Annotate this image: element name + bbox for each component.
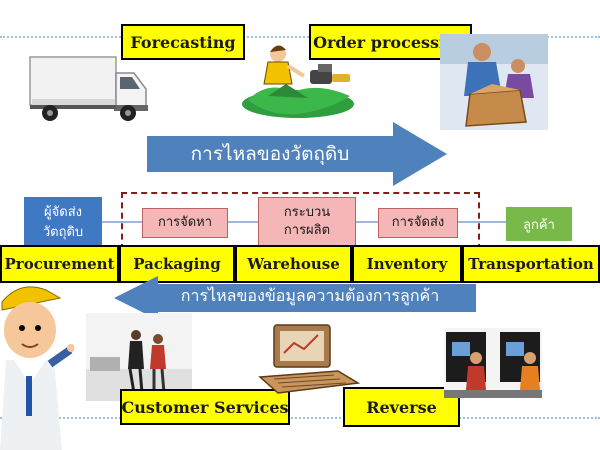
customer-box: ลูกค้า [506, 207, 572, 241]
office-meeting-photo [86, 313, 192, 401]
supplier-box: ผู้จัดส่ง วัตถุดิบ [24, 197, 102, 248]
bar-item-procurement: Procurement [0, 245, 119, 283]
delivery-box: การจัดส่ง [378, 208, 458, 238]
top-dotted-line [0, 36, 600, 38]
demand-flow-arrow [114, 276, 476, 320]
operators-at-computers-icon [444, 328, 542, 398]
bar-item-packaging: Packaging [119, 245, 235, 283]
reverse-label: Reverse [343, 387, 460, 427]
material-flow-arrow [147, 122, 447, 186]
truck-icon [29, 56, 148, 121]
demand-flow-text: การไหลของข้อมูลความต้องการลูกค้า [180, 285, 440, 305]
bar-item-inventory: Inventory [352, 245, 462, 283]
seamstress-icon [242, 45, 354, 118]
packing-workers-photo [440, 34, 548, 130]
bottom-dotted-line [0, 417, 600, 419]
customer-services-label: Customer Services [120, 389, 290, 425]
production-box: กระบวน การผลิต [258, 197, 356, 247]
process-connectors [102, 221, 506, 223]
engineer-mascot-icon [0, 286, 74, 450]
bar-item-warehouse: Warehouse [235, 245, 352, 283]
forecasting-label: Forecasting [121, 24, 245, 60]
supplier-label-line1: ผู้จัดส่ง [44, 205, 82, 220]
computer-workstation-icon [258, 324, 361, 399]
production-label-line2: การผลิต [283, 223, 331, 238]
bar-item-transportation: Transportation [462, 245, 600, 283]
logistics-activities-bar: Procurement Packaging Warehouse Inventor… [0, 245, 600, 283]
supplier-label-line2: วัตถุดิบ [42, 224, 84, 240]
procure-box: การจัดหา [142, 208, 228, 238]
material-flow-text: การไหลของวัตถุดิบ [190, 143, 350, 165]
production-label-line1: กระบวน [283, 205, 331, 221]
